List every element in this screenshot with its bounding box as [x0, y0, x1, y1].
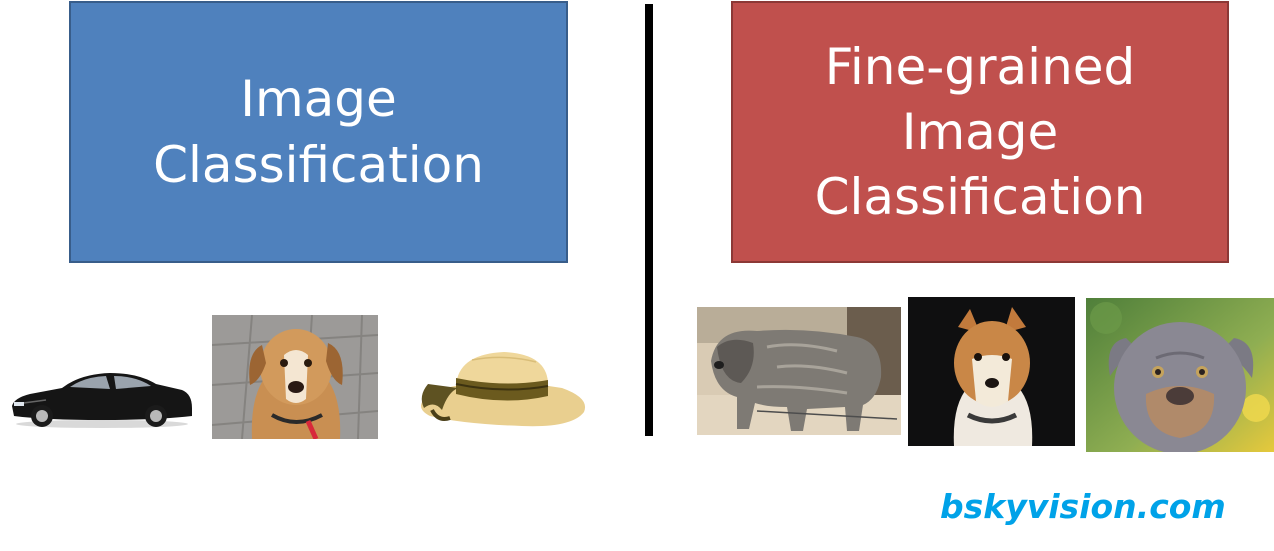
- box-right-title-line-2: Image: [901, 102, 1059, 161]
- shiba-dog-photo: [908, 297, 1075, 446]
- fine-grained-classification-box: Fine-grained Image Classification: [731, 1, 1229, 263]
- box-right-title-line-1: Fine-grained: [824, 37, 1136, 96]
- car-photo: [6, 362, 194, 432]
- bulldog-puppy-photo: [1086, 298, 1274, 452]
- box-right-title-line-3: Classification: [814, 167, 1146, 226]
- box-left-title-line-2: Classification: [153, 136, 484, 194]
- image-classification-box: Image Classification: [69, 1, 568, 263]
- shaggy-dog-photo: [697, 307, 901, 435]
- box-left-title-line-1: Image: [240, 70, 397, 128]
- straw-hat-photo: [412, 348, 590, 428]
- dog-photo: [212, 315, 378, 439]
- vertical-divider: [645, 4, 653, 436]
- watermark-text: bskyvision.com: [940, 487, 1226, 526]
